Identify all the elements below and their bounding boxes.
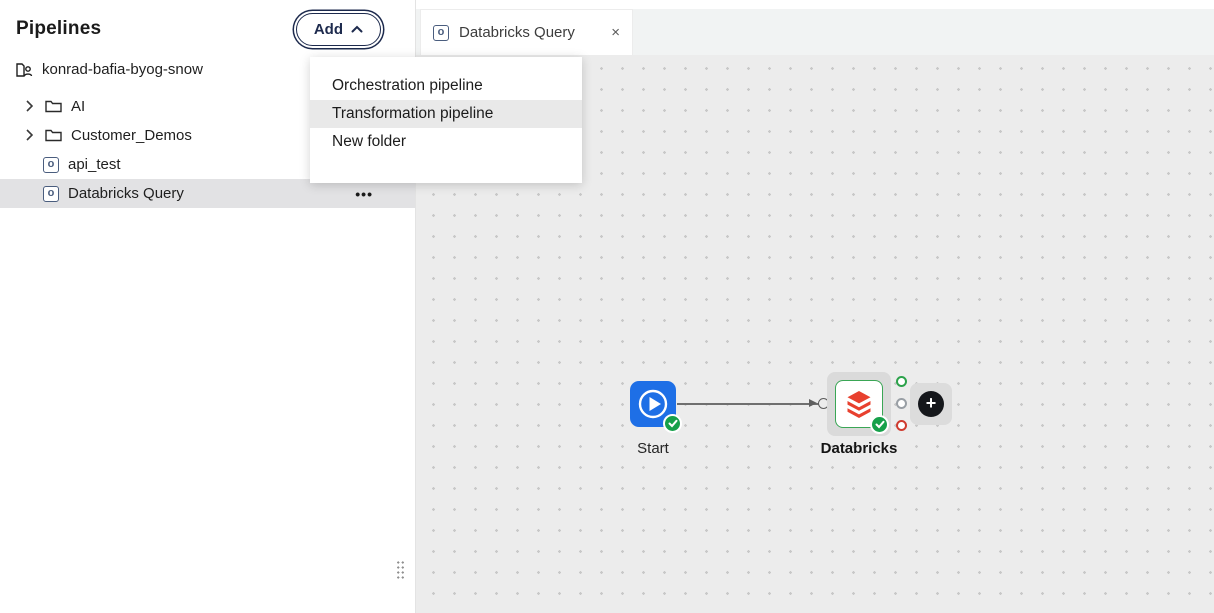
sidebar-item-customer-demos[interactable]: Customer_Demos bbox=[0, 121, 415, 149]
connector-edge bbox=[677, 403, 824, 405]
project-root[interactable]: konrad-bafia-byog-snow bbox=[0, 54, 415, 84]
pipeline-canvas[interactable]: Start Databricks + bbox=[416, 55, 1214, 613]
tab-bar: o Databricks Query × bbox=[416, 0, 1214, 55]
pipeline-label: api_test bbox=[68, 156, 121, 173]
play-icon bbox=[638, 389, 668, 419]
failure-port-icon[interactable] bbox=[896, 420, 907, 431]
success-check-icon bbox=[870, 415, 889, 434]
folder-icon bbox=[45, 128, 62, 142]
databricks-node-label: Databricks bbox=[820, 440, 898, 457]
add-component-button[interactable]: + bbox=[910, 383, 952, 425]
menu-item-new-folder[interactable]: New folder bbox=[332, 133, 407, 150]
tab-databricks-query[interactable]: o Databricks Query × bbox=[420, 9, 633, 55]
plus-icon: + bbox=[918, 391, 944, 417]
success-check-icon bbox=[663, 414, 682, 433]
project-name: konrad-bafia-byog-snow bbox=[42, 60, 203, 78]
pipeline-tree: konrad-bafia-byog-snow AI Customer_Dem bbox=[0, 54, 415, 208]
pipeline-icon: o bbox=[43, 156, 59, 173]
add-button[interactable]: Add bbox=[295, 12, 381, 46]
success-port-icon[interactable] bbox=[896, 376, 907, 387]
panel-title: Pipelines bbox=[16, 18, 102, 39]
panel-resize-handle[interactable] bbox=[396, 560, 405, 579]
tab-close-icon[interactable]: × bbox=[611, 24, 620, 41]
tab-label: Databricks Query bbox=[459, 24, 575, 41]
pipeline-icon: o bbox=[43, 185, 59, 202]
project-icon bbox=[16, 62, 33, 77]
add-button-label: Add bbox=[313, 20, 343, 38]
sidebar-item-databricks-query[interactable]: o Databricks Query ••• bbox=[0, 179, 415, 208]
sidebar-item-ai[interactable]: AI bbox=[0, 92, 415, 120]
menu-item-orchestration-pipeline[interactable]: Orchestration pipeline bbox=[332, 77, 483, 94]
pipelines-panel-header: Pipelines Add bbox=[0, 0, 415, 54]
start-node-label: Start bbox=[637, 440, 669, 457]
folder-label: Customer_Demos bbox=[71, 126, 192, 144]
sidebar-item-api-test[interactable]: o api_test bbox=[0, 150, 415, 179]
unconditional-port-icon[interactable] bbox=[896, 398, 907, 409]
more-options-button[interactable]: ••• bbox=[355, 185, 373, 202]
connector-arrow-icon bbox=[809, 399, 817, 407]
chevron-right-icon[interactable] bbox=[22, 100, 36, 112]
chevron-up-icon bbox=[351, 25, 363, 33]
add-menu: Orchestration pipeline Transformation pi… bbox=[310, 57, 582, 183]
databricks-logo-icon bbox=[847, 391, 871, 418]
pipeline-label: Databricks Query bbox=[68, 185, 184, 202]
folder-label: AI bbox=[71, 97, 86, 115]
menu-item-transformation-pipeline[interactable]: Transformation pipeline bbox=[310, 100, 582, 128]
databricks-node[interactable] bbox=[835, 380, 889, 434]
start-node[interactable] bbox=[630, 381, 682, 433]
pipeline-icon: o bbox=[433, 24, 449, 41]
folder-icon bbox=[45, 99, 62, 113]
chevron-right-icon[interactable] bbox=[22, 129, 36, 141]
